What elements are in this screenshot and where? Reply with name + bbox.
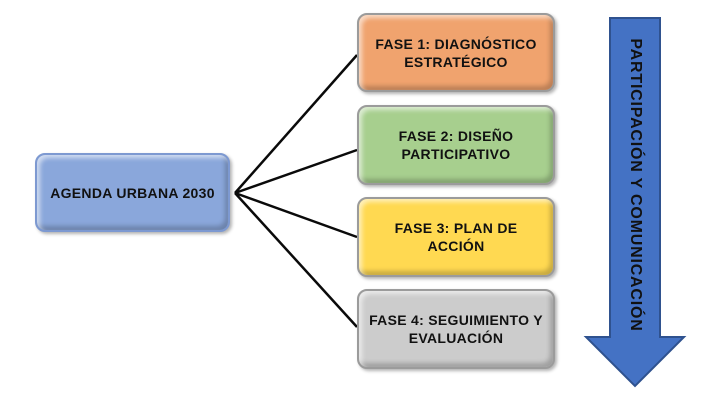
phase-4-box: FASE 4: SEGUIMIENTO Y EVALUACIÓN [357, 289, 555, 369]
phase-4-label-line-2: EVALUACIÓN [408, 330, 504, 346]
phase-2-label-line-1: FASE 2: DISEÑO [398, 128, 514, 144]
phase-3-box: FASE 3: PLAN DE ACCIÓN [357, 197, 555, 277]
participation-arrow-label: PARTICIPACIÓN Y COMUNICACIÓN [627, 38, 644, 332]
root-node-agenda-urbana: AGENDA URBANA 2030 [35, 153, 230, 232]
phase-1-box: FASE 1: DIAGNÓSTICO ESTRATÉGICO [357, 13, 555, 92]
phase-4-label: FASE 4: SEGUIMIENTO Y EVALUACIÓN [369, 311, 543, 347]
connector-root-phase-2 [234, 148, 358, 195]
root-node-label: AGENDA URBANA 2030 [50, 184, 215, 201]
phase-1-label-line-1: FASE 1: DIAGNÓSTICO [375, 35, 537, 52]
phase-3-label-line-2: ACCIÓN [427, 238, 485, 254]
phase-1-label: FASE 1: DIAGNÓSTICO ESTRATÉGICO [375, 35, 536, 71]
phase-2-label-line-2: PARTICIPATIVO [401, 146, 511, 162]
connector-root-phase-3 [234, 191, 358, 239]
connector-root-phase-4 [234, 192, 358, 328]
phase-3-label: FASE 3: PLAN DE ACCIÓN [395, 219, 518, 255]
phase-4-label-line-1: FASE 4: SEGUIMIENTO Y [369, 312, 543, 328]
phase-2-label: FASE 2: DISEÑO PARTICIPATIVO [399, 127, 514, 163]
connector-root-phase-1 [234, 54, 358, 194]
down-arrow-shape [583, 17, 687, 388]
phase-2-box: FASE 2: DISEÑO PARTICIPATIVO [357, 105, 555, 185]
phase-3-label-line-1: FASE 3: PLAN DE [394, 220, 518, 236]
phase-1-label-line-2: ESTRATÉGICO [404, 53, 508, 70]
